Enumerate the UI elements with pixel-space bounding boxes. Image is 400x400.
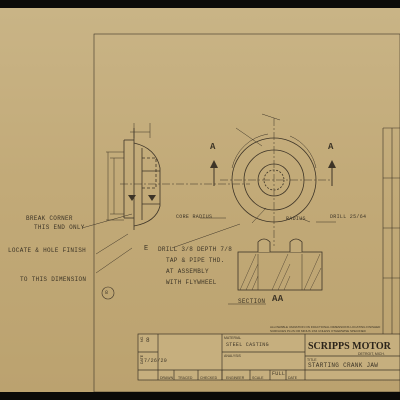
scale-label: SCALE xyxy=(252,376,264,380)
traced-label: TRACED xyxy=(178,376,193,380)
drill-note-line2: TAP & PIPE THD. xyxy=(166,257,225,264)
analysis-label: ANALYSIS xyxy=(224,354,241,358)
section-letters: AA xyxy=(272,294,284,304)
this-end-only-note: THIS END ONLY xyxy=(34,224,85,231)
company-name: SCRIPPS MOTOR xyxy=(308,341,391,352)
section-aa-view xyxy=(228,238,323,305)
section-label: SECTION xyxy=(238,298,266,305)
company-city: DETROIT, MICH. xyxy=(358,352,385,356)
sheet-number-value: 8 xyxy=(146,337,150,344)
break-corner-note: BREAK CORNER xyxy=(26,215,73,222)
section-marker-right: A xyxy=(328,142,334,152)
side-view xyxy=(106,123,250,230)
drill-note-line4: WITH FLYWHEEL xyxy=(166,279,217,286)
title-label: TITLE xyxy=(307,358,317,362)
locate-hole-note: LOCATE & HOLE FINISH xyxy=(8,247,87,254)
drill-right-note: DRILL 25/64 xyxy=(330,214,367,220)
leader-lines xyxy=(81,213,336,274)
tolerance-note: ALLOWABLE VARIATION ON FRACTIONAL DIMENS… xyxy=(270,325,381,333)
drawn-label: DRAWN xyxy=(160,376,174,380)
margin-circle-number: 8 xyxy=(105,290,109,296)
scale-value: FULL xyxy=(272,371,286,377)
circle-e-label: E xyxy=(144,245,149,253)
engineer-label: ENGINEER xyxy=(226,376,245,380)
checked-label: CHECKED xyxy=(200,376,218,380)
section-markers xyxy=(210,160,336,186)
material-value: STEEL CASTING xyxy=(226,342,269,348)
title-block xyxy=(137,333,400,381)
date-label: DATE xyxy=(288,376,298,380)
radius-note: RADIUS xyxy=(286,216,306,222)
drill-note-line3: AT ASSEMBLY xyxy=(166,268,209,275)
drill-note-line1: DRILL 3/8 DEPTH 7/8 xyxy=(158,246,233,253)
sheet-date-value: 7/26/20 xyxy=(144,358,168,364)
core-radius-note: CORE RADIUS xyxy=(176,214,213,220)
section-marker-left: A xyxy=(210,142,216,152)
to-dimension-note: TO THIS DIMENSION xyxy=(20,276,87,283)
title-value: STARTING CRANK JAW xyxy=(308,362,379,369)
margin-circle xyxy=(101,286,115,300)
engineering-drawing xyxy=(81,33,400,392)
end-view xyxy=(220,113,330,246)
revision-panel xyxy=(382,127,400,338)
material-label: MATERIAL xyxy=(224,336,242,340)
side-label-no: NO. xyxy=(140,335,144,342)
sheet-border xyxy=(93,33,400,392)
blueprint-sheet: BREAK CORNER THIS END ONLY LOCATE & HOLE… xyxy=(0,8,400,392)
